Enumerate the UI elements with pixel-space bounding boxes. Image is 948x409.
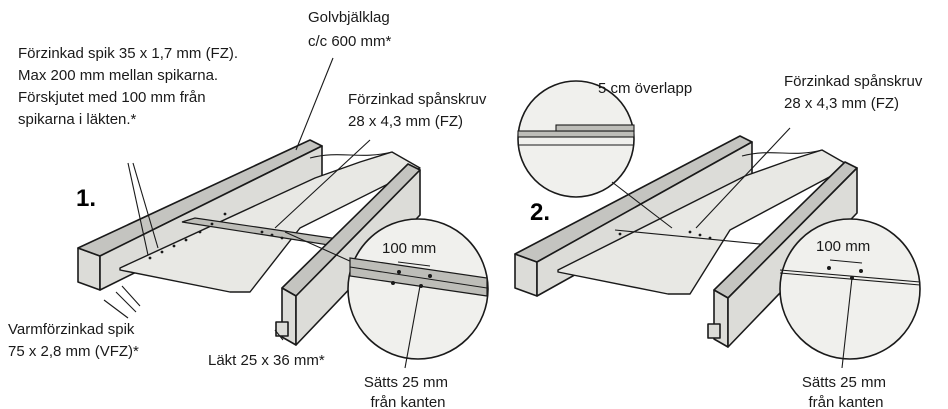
overlap-detail-circle (517, 80, 635, 198)
step1-illustration: 1. Förzinkad spik 35 x 1,7 mm (FZ). Max … (8, 9, 491, 409)
leader-screw-2 (695, 127, 791, 229)
step2-illustration: 2. 5 cm överlapp Förzinkad spånskruv 28 … (514, 73, 927, 409)
screw-dot-1a (397, 270, 401, 274)
edge-label-2: Sätts 25 mm från kanten (802, 374, 890, 409)
screw-dot-1c (391, 281, 395, 285)
detail-circle-1 (347, 218, 489, 360)
batten-label-1: Läkt 25 x 36 mm* (208, 352, 325, 369)
nail-label-1: Förzinkad spik 35 x 1,7 mm (FZ). Max 200… (18, 45, 242, 128)
step2-number: 2. (530, 199, 550, 226)
screw-dot-1b (428, 274, 432, 278)
screw-label-2: Förzinkad spånskruv 28 x 4,3 mm (FZ) (784, 73, 927, 112)
board-surface-2 (557, 149, 851, 295)
overlap-label: 5 cm överlapp (598, 80, 692, 97)
leader-overlap (611, 181, 673, 229)
leader-edge-2 (841, 277, 853, 369)
leader-circle-1 (284, 231, 353, 263)
hotdip-nail-label-1: Varmförzinkad spik 75 x 2,8 mm (VFZ)* (8, 321, 139, 360)
screw-label-1: Förzinkad spånskruv 28 x 4,3 mm (FZ) (348, 91, 491, 130)
screw-dots-2 (618, 230, 712, 240)
leader-batten-1 (274, 329, 284, 341)
screw-dot-2b (859, 269, 863, 273)
nail-dots-1 (148, 212, 284, 260)
dimension-line-2 (829, 259, 863, 264)
leader-edge-1 (404, 285, 421, 369)
distance-label-2: 100 mm (816, 238, 870, 255)
overlap-board-upper (555, 124, 635, 132)
leader-hotdip-1c (121, 285, 141, 307)
detail-seam-2b (779, 272, 921, 286)
overlap-board-lower (517, 130, 635, 138)
detail-joint-1 (349, 266, 488, 289)
edge-label-1: Sätts 25 mm från kanten (364, 374, 452, 409)
step1-number: 1. (76, 185, 96, 212)
detail-circle-2 (779, 218, 921, 360)
batten-end-1 (275, 321, 289, 337)
batten-end-2 (707, 323, 721, 339)
board-seam-2 (614, 229, 771, 246)
leader-joist-1 (295, 57, 334, 151)
leader-nail-1a (127, 162, 149, 256)
dimension-line-1 (397, 261, 431, 267)
screw-dot-2a (827, 266, 831, 270)
leader-screw-1 (274, 139, 371, 229)
detail-seam-2a (779, 269, 921, 283)
board-curl-2 (741, 149, 823, 157)
leader-hotdip-1b (115, 291, 137, 313)
leader-hotdip-1a (103, 299, 129, 319)
joist-label-1: Golvbjälklag c/c 600 mm* (308, 9, 394, 50)
leader-nail-1b (132, 162, 159, 249)
distance-label-1: 100 mm (382, 240, 436, 257)
board-curl-1 (309, 151, 393, 159)
